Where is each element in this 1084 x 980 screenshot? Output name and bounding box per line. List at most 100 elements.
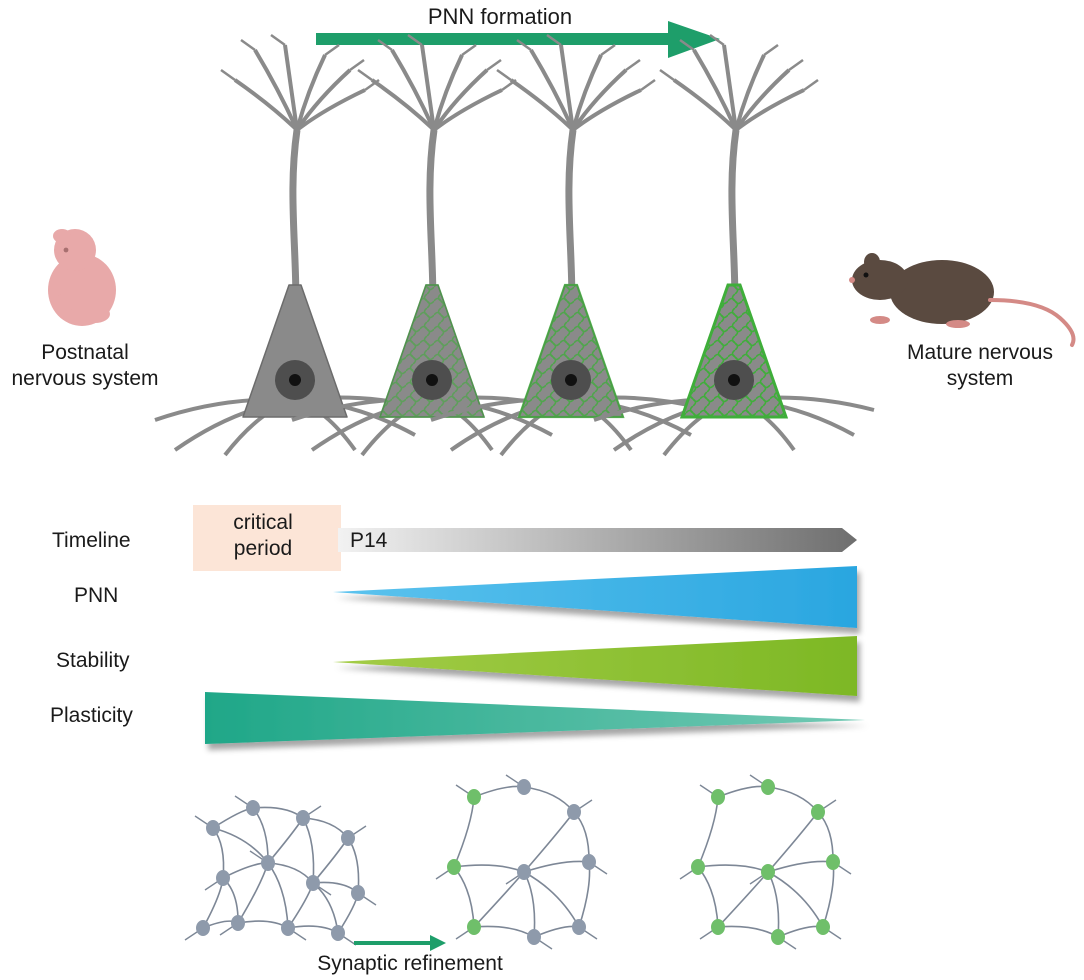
network-link — [717, 785, 769, 798]
apical-branch — [722, 44, 738, 131]
network-link — [578, 861, 591, 928]
pnn-label: PNN — [74, 584, 119, 607]
synaptic-refinement-label: Synaptic refinement — [317, 952, 503, 975]
network-neuron — [691, 859, 705, 875]
network-neuron — [527, 929, 541, 945]
apical-twig — [486, 58, 502, 72]
perineuronal-net — [378, 284, 486, 418]
apical-twig — [659, 68, 675, 82]
network-neuron — [281, 920, 295, 936]
network-neuron — [517, 779, 531, 795]
network-neuron — [306, 875, 320, 891]
apical-branch — [734, 54, 766, 131]
network-link — [822, 861, 835, 928]
neuron-soma — [242, 284, 348, 418]
network-link — [767, 871, 780, 938]
network-link — [523, 871, 536, 938]
pnn-formation-arrow — [316, 21, 720, 58]
network-link — [252, 806, 304, 819]
network-link — [697, 866, 719, 928]
apical-twig — [788, 58, 804, 72]
network-link — [312, 837, 349, 884]
network-link — [523, 786, 575, 813]
apical-twig — [270, 33, 286, 47]
network-link — [717, 925, 779, 938]
network-neuron — [261, 855, 275, 871]
apical-twig — [324, 43, 340, 57]
network-neuron — [341, 830, 355, 846]
network-neuron — [447, 859, 461, 875]
network-neuron — [467, 919, 481, 935]
network-neuron — [196, 920, 210, 936]
mature-label-line2: system — [946, 367, 1014, 390]
network-refined — [679, 774, 852, 950]
network-link — [473, 871, 525, 928]
network-neuron — [246, 800, 260, 816]
network-link — [473, 785, 525, 798]
apical-branch — [509, 78, 575, 132]
perineuronal-net — [517, 283, 625, 419]
neuron-no-pnn — [154, 33, 436, 457]
network-link — [697, 864, 769, 873]
apical-twig — [679, 38, 695, 52]
network-link — [523, 860, 590, 873]
network-neuron — [811, 804, 825, 820]
network-neuron — [711, 919, 725, 935]
network-link — [453, 866, 475, 928]
apical-twig — [240, 38, 256, 52]
network-neuron — [351, 885, 365, 901]
network-neuron — [761, 779, 775, 795]
mouse-pup-icon — [48, 229, 116, 326]
network-link — [222, 862, 269, 879]
apical-branch — [233, 78, 299, 132]
apical-branch — [432, 88, 503, 132]
apical-branch — [559, 44, 575, 131]
network-neuron — [826, 854, 840, 870]
apical-twig — [516, 38, 532, 52]
network-link — [473, 925, 535, 938]
network-neuron — [567, 804, 581, 820]
network-neuron — [206, 820, 220, 836]
synaptic-refinement-arrow — [354, 935, 446, 951]
apical-branch — [734, 88, 805, 132]
neuron-row — [154, 33, 875, 457]
apical-branch — [672, 78, 738, 132]
pnn-wedge — [333, 566, 857, 628]
network-link — [697, 796, 719, 868]
neuron-nucleolus — [728, 374, 740, 386]
apical-twig — [803, 78, 819, 92]
apical-branch — [571, 68, 628, 132]
apical-twig — [220, 68, 236, 82]
network-link — [237, 862, 269, 924]
postnatal-label: Postnatal nervous system — [0, 340, 170, 392]
network-neuron — [331, 925, 345, 941]
network-neuron — [711, 789, 725, 805]
network-neuron — [572, 919, 586, 935]
critical-period-line2: period — [233, 537, 293, 560]
network-link — [453, 796, 475, 868]
apical-branch — [432, 54, 464, 131]
stability-wedge — [333, 636, 857, 696]
apical-branch — [571, 88, 642, 132]
neuron-nucleolus — [565, 374, 577, 386]
network-link — [267, 862, 289, 929]
apical-twig — [600, 43, 616, 57]
apical-branch — [295, 54, 327, 131]
apical-twig — [496, 68, 512, 82]
apical-branch — [734, 68, 791, 132]
network-neuron — [296, 810, 310, 826]
postnatal-label-line2: nervous system — [11, 367, 159, 390]
apical-branch — [692, 48, 738, 131]
p14-marker: P14 — [350, 529, 388, 552]
timeline-label: Timeline — [52, 529, 131, 552]
network-neuron — [771, 929, 785, 945]
apical-branch — [529, 48, 575, 131]
network-neuron — [816, 919, 830, 935]
apical-twig — [349, 58, 365, 72]
network-row — [184, 774, 852, 950]
network-link — [717, 871, 769, 928]
timeline-arrow — [338, 528, 857, 552]
timeline-row-graphic — [193, 505, 857, 571]
